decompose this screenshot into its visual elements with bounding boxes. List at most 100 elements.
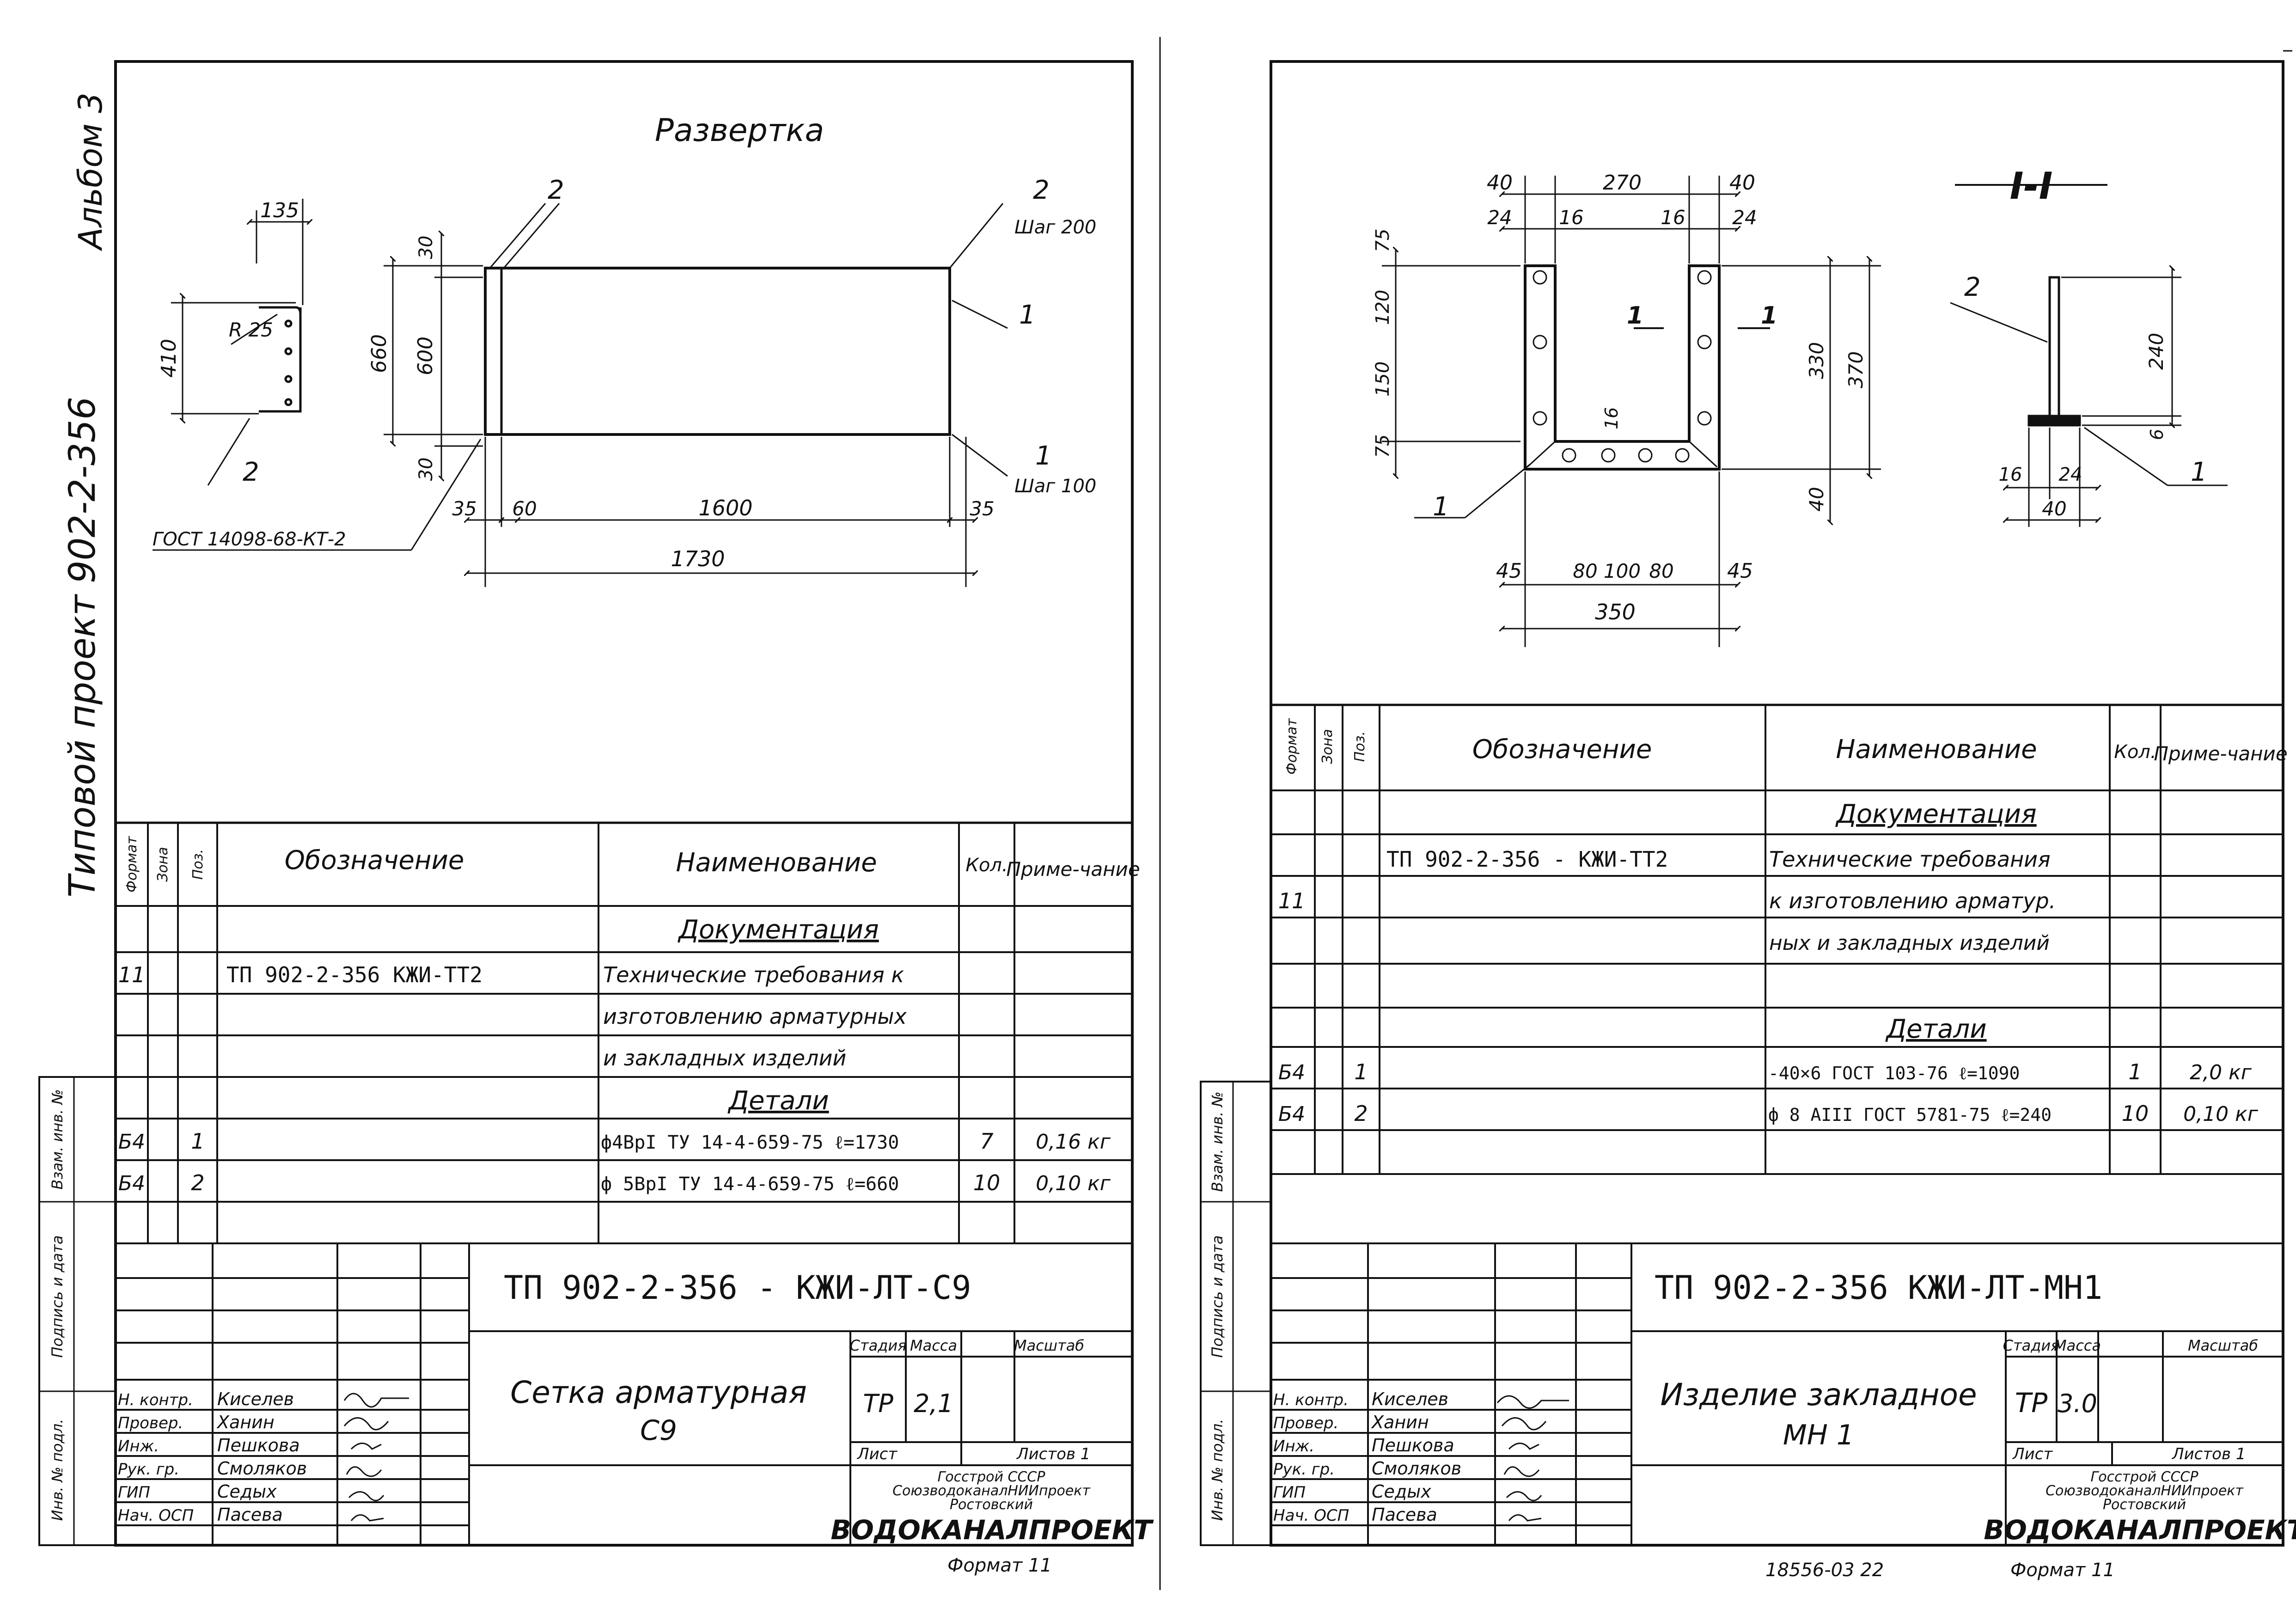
rdim-40-left: 40 [1487,171,1513,195]
rdim-40-right: 40 [1729,171,1755,195]
left-part2-pos: 2 [191,1170,204,1195]
right-part2-name: ф 8 АIII ГОСТ 5781-75 ℓ=240 [1768,1105,2052,1125]
right-part1-name: -40×6 ГОСТ 103-76 ℓ=1090 [1768,1063,2020,1083]
side-col-inv-right: Инв. № подл. [1209,1419,1226,1521]
right-mass: 3.0 [2058,1389,2097,1418]
left-part1-pos: 1 [191,1129,204,1154]
hdr-pos-right: Поз. [1352,731,1368,762]
hdr-zone-right: Зона [1319,729,1336,764]
signer-name: Пешкова [217,1435,300,1456]
hdr-designation-left: Обозначение [285,845,464,875]
right-sheets-label: Листов 1 [2171,1445,2246,1463]
signer-role: Инж. [118,1437,159,1456]
r-callout-1: 1 [1433,492,1449,522]
right-doc-designation: ТП 902-2-356 - КЖИ-ТТ2 [1386,847,1668,872]
rdim-80-right: 80 [1649,560,1673,582]
callout-1-right: 1 [1019,300,1036,330]
left-frame [114,60,1134,1547]
side-col-inv-left: Инв. № подл. [49,1419,66,1521]
dim-1730: 1730 [671,546,725,571]
right-signers: Н. контр. Киселев Провер. Ханин Инж. Пеш… [1273,1389,1461,1525]
signature-mark [346,1466,382,1477]
signer-name: Ханин [216,1412,275,1432]
rdim-16-left: 16 [1559,206,1583,229]
right-org-3: Ростовский [2103,1497,2186,1513]
right-title-grid [1271,1242,2283,1545]
sdim-24: 24 [2059,464,2082,485]
hdr-note-right: Приме-чание [2154,742,2287,765]
hdr-name-right: Наименование [1836,734,2037,765]
right-doc-code: ТП 902-2-356 КЖИ-ЛТ-МН1 [1655,1269,2102,1307]
dim-1600: 1600 [698,495,752,520]
right-item-name-2: МН 1 [1783,1419,1854,1451]
left-part1-format: Б4 [118,1130,145,1154]
sdim-40: 40 [2042,497,2066,520]
left-part1-note: 0,16 кг [1036,1130,1111,1154]
signature-mark [350,1514,384,1522]
dim-410: 410 [157,339,181,378]
right-doc-name-1: Технические требования [1769,847,2051,872]
right-scale-label: Масштаб [2188,1337,2258,1354]
left-drawing-title: Развертка [655,112,824,149]
right-part1-pos: 1 [1354,1059,1368,1084]
signer-role: Провер. [1273,1414,1338,1432]
callout-2-profile: 2 [243,457,259,487]
right-doc-name-3: ных и закладных изделий [1769,931,2050,955]
rdim-40-vert: 40 [1805,487,1828,511]
right-part2-qty: 10 [2122,1101,2149,1126]
left-sheet-label: Лист [856,1445,898,1463]
signer-role: ГИП [118,1483,150,1502]
signer-name: Киселев [217,1389,294,1409]
left-doc-name-2: изготовлению арматурных [603,1004,907,1029]
right-format-note: Формат 11 [2010,1560,2115,1581]
side-col-sign-left: Подпись и дата [49,1235,66,1358]
left-org-4: ВОДОКАНАЛПРОЕКТ [830,1514,1154,1546]
rdim-24-right: 24 [1732,206,1757,229]
side-col-repl-left: Взам. инв. № [49,1089,66,1189]
signer-role: Н. контр. [1273,1391,1349,1409]
signer-name: Пешкова [1372,1435,1454,1456]
cut-mark-b: 1 [1761,302,1777,330]
left-mass: 2,1 [914,1389,953,1418]
right-org-4: ВОДОКАНАЛПРОЕКТ [1984,1514,2296,1546]
right-sheet-label: Лист [2012,1445,2053,1463]
left-part1-name: ф4ВрI ТУ 14-4-659-75 ℓ=1730 [601,1132,899,1153]
right-org-2: СоюзводоканалНИИпроект [2046,1483,2244,1499]
right-section-parts: Детали [1885,1014,1986,1044]
rdim-350: 350 [1595,599,1636,624]
right-stage-label: Стадия [2003,1337,2060,1354]
rdim-150: 150 [1372,361,1393,397]
left-doc-format: 11 [118,962,146,987]
hdr-name-left: Наименование [676,848,877,878]
signer-name: Седых [1372,1481,1431,1502]
left-title-grid [116,1243,1132,1545]
rdim-45-left: 45 [1496,559,1522,583]
dim-r25: R 25 [229,318,273,341]
left-item-name-2: С9 [640,1414,677,1447]
left-stage: ТР [863,1389,893,1418]
sdim-240: 240 [2145,333,2168,370]
callout-2-right: 2 [1033,175,1050,205]
mesh-layout [153,203,1008,587]
mesh-profile [171,199,310,486]
hdr-note-left: Приме-чание [1006,858,1140,881]
left-mass-label: Масса [910,1337,957,1354]
right-part2-pos: 2 [1354,1101,1368,1126]
left-part2-name: ф 5ВрI ТУ 14-4-659-75 ℓ=660 [601,1174,899,1195]
left-spec-grid [116,823,1132,1244]
rdim-75-bottom: 75 [1372,434,1393,458]
left-section-parts: Детали [727,1086,829,1116]
rdim-16-right: 16 [1661,206,1685,229]
signer-name: Седых [217,1481,277,1502]
dim-35-right: 35 [970,497,994,520]
right-part1-qty: 1 [2128,1059,2142,1084]
rdim-75-top: 75 [1372,229,1393,252]
left-part1-qty: 7 [980,1129,993,1154]
signature-mark [1496,1395,1569,1409]
signer-role: ГИП [1273,1483,1306,1502]
signer-name: Смоляков [1372,1458,1461,1479]
hdr-pos-left: Поз. [190,849,206,880]
right-part1-note: 2,0 кг [2190,1061,2252,1084]
left-format-note: Формат 11 [947,1555,1052,1576]
